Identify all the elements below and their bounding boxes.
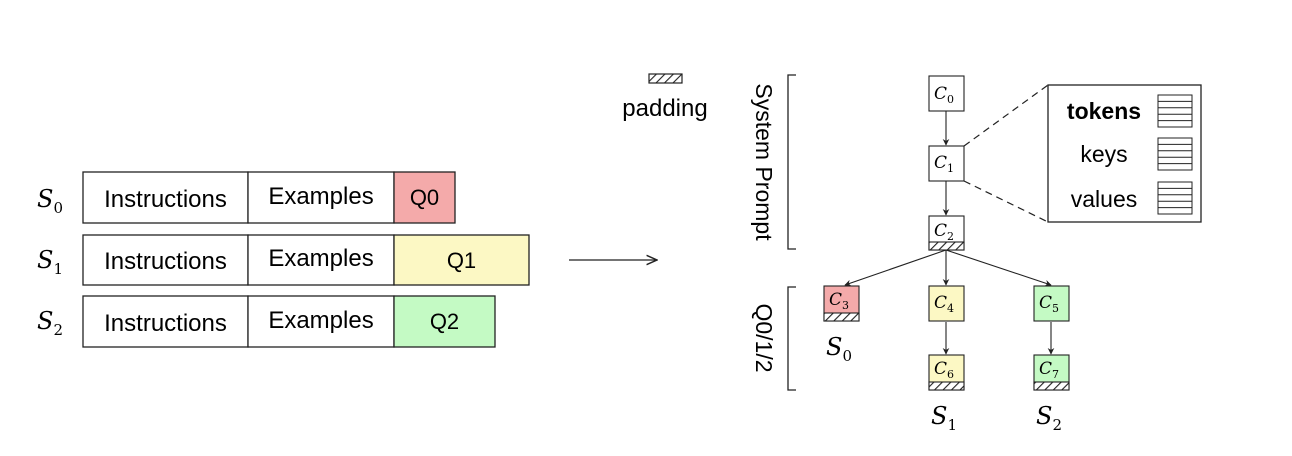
node-c7: C7 [1033,354,1070,391]
examples-block-s1 [247,234,395,286]
query-block-q0 [393,171,456,224]
tree-seq-label-s2: S2 [1036,402,1062,434]
examples-label-s0: Examples [268,183,373,210]
query-label-q1: Q1 [447,248,476,273]
query-label-q0: Q0 [410,185,439,210]
seq-label-s1: S1 [37,246,63,278]
values-label: values [1071,186,1137,212]
keys-stack-icon [1157,137,1193,171]
sequence-row-s1: S1 Instructions Examples Q1 [37,234,530,286]
query-label-q2: Q2 [430,309,459,334]
node-c2: C2 [928,215,965,251]
padding-c7 [1033,381,1070,391]
examples-label-s1: Examples [268,245,373,272]
padding-c6 [928,381,965,391]
svg-text:C1: C1 [934,153,954,175]
padding-swatch [648,73,683,84]
sequence-row-s0: S0 Instructions Examples Q0 [37,171,456,224]
edge-c2-c5 [945,249,1052,287]
query-block-q1 [393,234,530,286]
svg-text:C6: C6 [934,359,954,381]
edge-c2-c3 [844,249,947,287]
sequence-row-s2: S2 Instructions Examples Q2 [37,295,496,348]
padding-c3 [823,312,860,322]
examples-block-s2 [247,295,395,348]
node-c4: C4 [928,285,965,322]
system-prompt-bracket: System Prompt [751,74,796,250]
svg-text:C2: C2 [934,221,954,243]
instructions-label-s2: Instructions [104,310,227,337]
seq-label-s0: S0 [37,185,63,217]
tree-seq-label-s0: S0 [826,333,852,365]
padding-label: padding [622,95,707,122]
queries-label: Q0/1/2 [751,303,777,372]
instructions-label-s0: Instructions [104,186,227,213]
svg-text:C3: C3 [829,290,849,312]
node-c3: C3 [823,285,860,322]
svg-text:C4: C4 [934,293,954,315]
svg-text:C7: C7 [1039,359,1059,381]
zoom-connectors [963,84,1049,223]
tree-seq-label-s1: S1 [931,402,957,434]
queries-bracket: Q0/1/2 [751,286,796,391]
tokens-stack-icon [1157,94,1193,128]
padding-legend: padding [622,73,708,122]
chunk-detail-box: tokens keys values [1047,84,1202,223]
examples-block-s0 [247,171,395,224]
node-c6: C6 [928,354,965,391]
instructions-label-s1: Instructions [104,248,227,275]
instructions-block-s2 [82,295,249,348]
examples-label-s2: Examples [268,307,373,334]
node-c0: C0 [928,75,965,112]
node-c1: C1 [928,145,965,182]
svg-text:C5: C5 [1039,293,1059,315]
seq-label-s2: S2 [37,307,63,339]
keys-label: keys [1080,141,1127,167]
svg-text:C0: C0 [934,84,954,106]
instructions-block-s0 [82,171,249,224]
values-stack-icon [1157,181,1193,215]
padding-c2 [928,241,965,251]
tree-edges [844,111,1055,355]
node-c5: C5 [1033,285,1070,322]
tokens-label: tokens [1067,98,1141,124]
system-prompt-label: System Prompt [751,83,777,241]
query-block-q2 [393,295,496,348]
